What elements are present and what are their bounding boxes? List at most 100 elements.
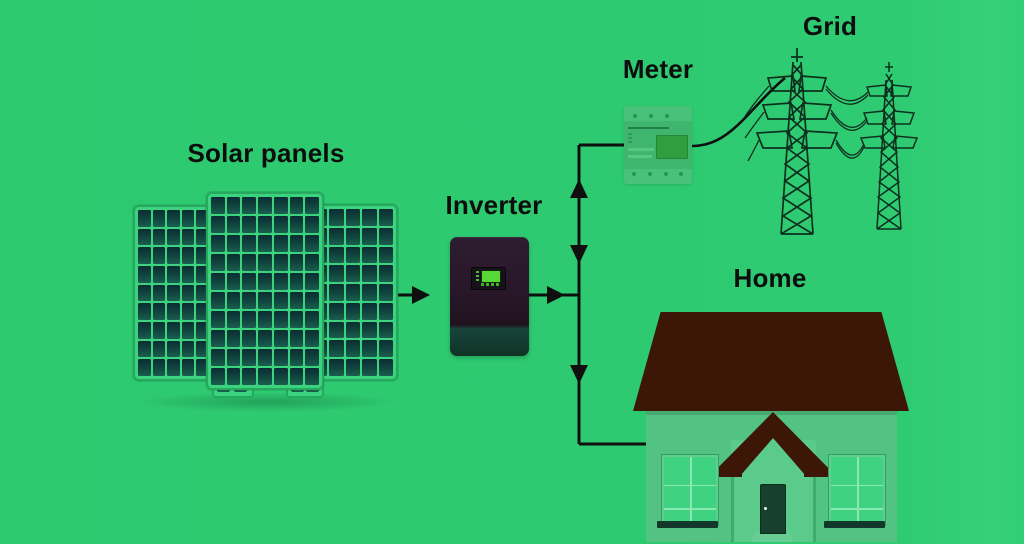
solar-cell (152, 359, 166, 376)
solar-cell (258, 216, 272, 233)
roof-shadow (646, 409, 897, 415)
solar-cell (167, 340, 180, 358)
solar-cell (345, 265, 361, 283)
solar-cell (289, 330, 304, 347)
solar-cell (273, 330, 288, 347)
solar-cell (226, 197, 241, 214)
solar-cell (226, 311, 241, 328)
grid-wires (743, 85, 869, 162)
solar-cell (305, 216, 319, 233)
inverter-display-module (471, 267, 506, 290)
solar-cell (362, 302, 377, 320)
window-mullion (690, 457, 692, 523)
solar-cell (138, 340, 151, 358)
solar-cell (378, 359, 393, 376)
solar-cell (362, 321, 377, 339)
meter-detail-bar (628, 155, 652, 158)
meter-indicator (628, 133, 632, 135)
solar-cell (345, 227, 361, 245)
solar-cell (345, 246, 361, 264)
house-roof (633, 312, 909, 411)
solar-cell (196, 284, 209, 302)
solar-cell (138, 284, 151, 302)
solar-cell (167, 265, 180, 283)
solar-cell (258, 311, 272, 328)
transmission-tower-small-icon (859, 62, 919, 230)
solar-cell (242, 292, 257, 309)
solar-cell (378, 284, 393, 301)
solar-cell (329, 321, 344, 339)
solar-cell (329, 302, 344, 320)
solar-cell (242, 311, 257, 328)
solar-cell (181, 265, 195, 283)
meter-detail-bar (628, 148, 654, 151)
solar-cell (258, 197, 272, 214)
meter-detail-line (628, 127, 669, 129)
solar-cell (305, 330, 319, 347)
solar-cell (196, 303, 209, 320)
window-mullion (831, 484, 883, 487)
solar-cell (181, 284, 195, 302)
solar-cell (289, 368, 304, 385)
solar-cell (138, 210, 151, 227)
solar-cell (378, 340, 393, 358)
door-knob (764, 507, 767, 510)
meter-indicator (628, 141, 632, 143)
solar-cell (378, 209, 393, 226)
solar-cell (211, 216, 225, 233)
solar-cell (152, 228, 166, 246)
solar-cell (258, 235, 272, 252)
solar-cell (167, 321, 180, 339)
meter-display (656, 135, 688, 159)
solar-cell (152, 247, 166, 264)
window-mullion (857, 457, 859, 523)
solar-cell (305, 254, 319, 271)
solar-cell (273, 235, 288, 252)
solar-cell (196, 210, 209, 227)
solar-cell (152, 303, 166, 320)
porch-post (731, 476, 734, 542)
solar-cell (273, 292, 288, 309)
meter-indicator (628, 137, 632, 139)
meter-terminal (664, 172, 668, 176)
solar-cell (273, 349, 288, 366)
inverter-button (481, 283, 484, 286)
solar-cell (305, 349, 319, 366)
solar-panel-grid (211, 197, 319, 385)
solar-cell (305, 235, 319, 252)
solar-cell (329, 209, 344, 226)
solar-cell (211, 254, 225, 271)
solar-cell (305, 292, 319, 309)
solar-cell (345, 340, 361, 358)
meter-terminal (648, 172, 652, 176)
solar-cell (211, 330, 225, 347)
solar-cell (362, 359, 377, 376)
window-left (661, 454, 719, 526)
solar-cell (138, 303, 151, 320)
solar-cell (362, 284, 377, 301)
solar-cell (329, 340, 344, 358)
solar-cell (273, 197, 288, 214)
window-sill (824, 521, 885, 528)
solar-cell (362, 246, 377, 264)
inverter-icon (450, 237, 529, 356)
meter-bottom-strip (624, 169, 692, 184)
solar-cell (211, 292, 225, 309)
solar-cell (152, 210, 166, 227)
solar-cell (289, 254, 304, 271)
label-home: Home (733, 263, 807, 293)
solar-cell (181, 340, 195, 358)
window-right (828, 454, 886, 526)
arrowhead-up-to-meter (570, 179, 588, 198)
solar-cell (378, 302, 393, 320)
solar-cell (273, 254, 288, 271)
solar-cell (289, 273, 304, 290)
solar-cell (211, 349, 225, 366)
house-door (760, 484, 786, 534)
solar-cell (138, 321, 151, 339)
solar-cell (152, 284, 166, 302)
solar-cell (305, 368, 319, 385)
meter-screw (665, 114, 669, 118)
window-mullion (664, 484, 716, 487)
solar-cell (226, 368, 241, 385)
